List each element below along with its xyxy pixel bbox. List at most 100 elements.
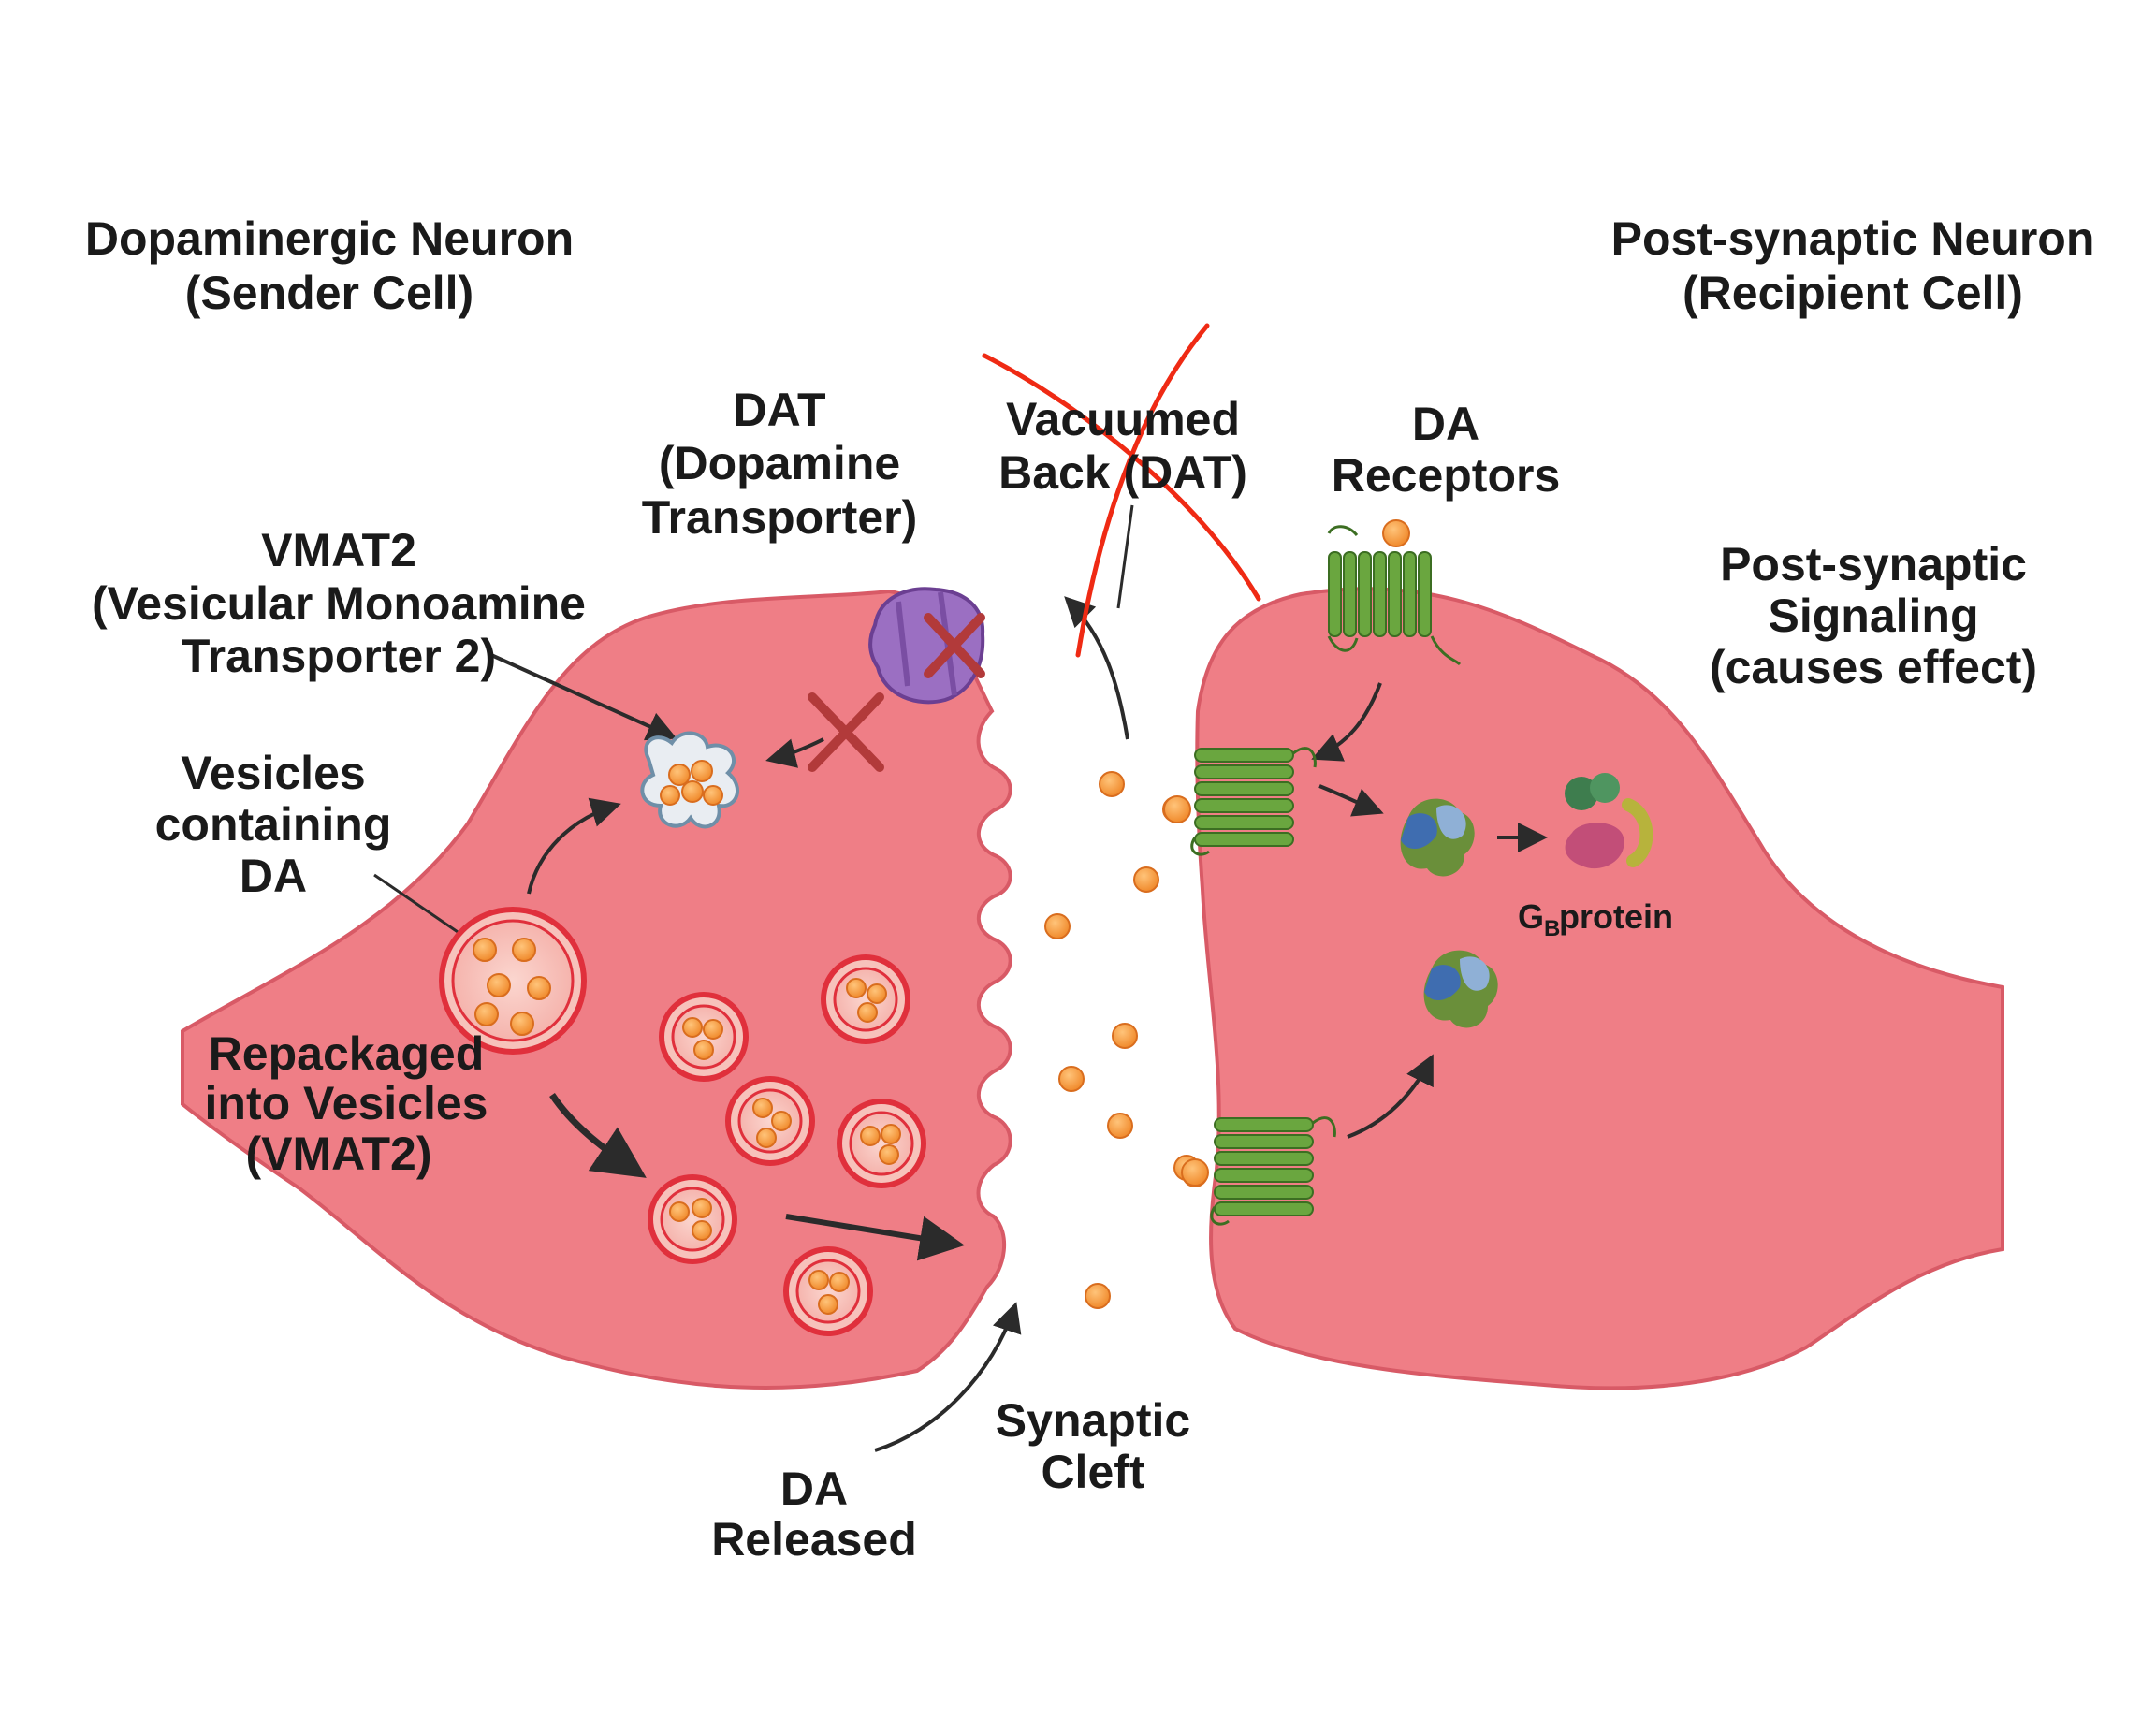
arrow-vesicle-to-vmat2	[527, 797, 621, 895]
receptor-icon-top	[1327, 519, 1462, 666]
arrow-vesicles-label-pointer	[373, 873, 464, 938]
dopamine-molecule-icon	[881, 1124, 901, 1144]
cleft-label-line2: Cleft	[1041, 1446, 1144, 1498]
released-label-line1: DA	[780, 1463, 848, 1515]
vesicle-icon	[659, 992, 749, 1082]
vacuumed-label-line2: Back (DAT)	[998, 446, 1247, 499]
receptor-icon-low	[1181, 1116, 1336, 1226]
vesicle-icon	[783, 1246, 873, 1336]
dat-transporter-icon	[868, 587, 985, 705]
gprotein-label: G B protein	[1518, 897, 1673, 941]
strike-out-marks	[982, 323, 1261, 658]
vesicle-icon	[439, 907, 587, 1055]
postsignal-label-line1: Post-synaptic	[1720, 538, 2027, 590]
dopamine-molecule-icon	[474, 1002, 499, 1026]
vmat2-label-line2: (Vesicular Monoamine	[92, 577, 586, 630]
sender-title-line1: Dopaminergic Neuron	[85, 212, 574, 265]
vesicles-label-line2: containing	[155, 798, 392, 851]
vesicles	[439, 907, 926, 1336]
dopamine-molecule-icon	[1133, 866, 1159, 893]
released-label-line2: Released	[711, 1513, 917, 1565]
vesicle-icon	[821, 954, 910, 1044]
cleft-label-line1: Synaptic	[996, 1394, 1190, 1447]
dopamine-molecule-icon	[512, 938, 536, 962]
dopamine-molecule-icon	[867, 983, 887, 1004]
receptors-label-line1: DA	[1412, 398, 1479, 450]
vesicle-icon	[725, 1076, 815, 1166]
gprotein-label-sub: B	[1544, 916, 1560, 941]
cleft-dopamine	[1044, 771, 1208, 1309]
dopamine-molecule-icon	[860, 1126, 881, 1146]
postsynaptic-neuron	[1195, 587, 2004, 1390]
recipient-title-line1: Post-synaptic Neuron	[1611, 212, 2095, 265]
gprotein-label-g: G	[1518, 897, 1544, 936]
arrow-receptor-to-gprotein	[1318, 784, 1384, 817]
vesicle-icon	[837, 1099, 926, 1188]
vmat2-transporter-icon	[640, 731, 739, 829]
labels: Dopaminergic Neuron (Sender Cell) Post-s…	[85, 212, 2095, 1565]
blocked-cross-icon	[924, 613, 985, 678]
sender-title-line2: (Sender Cell)	[185, 267, 473, 319]
dopamine-molecule-icon	[692, 1198, 712, 1218]
vmat2-label-line1: VMAT2	[261, 524, 416, 576]
dopamine-molecule-icon	[693, 1040, 714, 1060]
vesicles-label-line3: DA	[240, 850, 307, 902]
dopamine-molecule-icon	[510, 1012, 534, 1036]
arrow-vmat2-label-pointer	[490, 653, 677, 741]
dopamine-molecule-icon	[527, 976, 551, 1000]
dopamine-molecule-icon	[703, 1019, 723, 1040]
arrow-dat-to-vmat2	[765, 737, 824, 768]
dopamine-molecule-icon	[1181, 1158, 1209, 1187]
dopamine-molecule-icon	[1058, 1066, 1085, 1092]
blocked-cross-icon-transport	[808, 692, 884, 772]
dopamine-molecule-icon	[829, 1272, 850, 1292]
g-protein-icon-1	[1400, 798, 1475, 877]
dopamine-molecule-icon	[1085, 1283, 1111, 1309]
arrow-da-released	[874, 1302, 1022, 1452]
presynaptic-neuron	[181, 589, 1012, 1390]
dopamine-molecule-icon	[1163, 795, 1191, 823]
dopamine-molecule-icon	[752, 1098, 773, 1118]
postsignal-label-line3: (causes effect)	[1710, 641, 2037, 693]
dopamine-molecule-icon	[1112, 1023, 1138, 1049]
dat-label-line2: (Dopamine	[659, 437, 900, 489]
repackaged-label-line1: Repackaged	[209, 1027, 485, 1080]
repackaged-label-line2: into Vesicles	[205, 1077, 488, 1129]
dopamine-molecule-icon	[818, 1294, 838, 1315]
dat-label-line1: DAT	[733, 384, 825, 436]
dopamine-molecule-icon	[1099, 771, 1125, 797]
dopamine-molecule-icon	[857, 1002, 878, 1023]
dopamine-molecule-icon	[473, 938, 497, 962]
dopamine-molecule-icon	[692, 1220, 712, 1241]
postsignal-label-line2: Signaling	[1769, 590, 1979, 642]
receptor-icon-mid	[1163, 747, 1317, 856]
dopamine-molecule-icon	[487, 973, 511, 997]
dopamine-molecule-icon	[1107, 1113, 1133, 1139]
vesicles-label-line1: Vesicles	[181, 747, 365, 799]
dopamine-molecule-icon	[879, 1144, 899, 1165]
g-protein-icon-2	[1423, 950, 1498, 1028]
g-protein-icon-active	[1565, 773, 1653, 869]
receptors-label-line2: Receptors	[1332, 449, 1561, 502]
dat-label-line3: Transporter)	[642, 491, 918, 544]
recipient-title-line2: (Recipient Cell)	[1683, 267, 2023, 319]
arrow-vacuumed-label-pointer	[1116, 504, 1134, 609]
vacuumed-label-line1: Vacuumed	[1006, 393, 1240, 445]
gprotein-label-rest: protein	[1559, 897, 1673, 936]
arrow-vacuumed-back	[1064, 596, 1129, 740]
arrows	[373, 504, 1548, 1452]
dopamine-molecule-icon	[756, 1128, 777, 1148]
vmat2-label-line3: Transporter 2)	[182, 630, 496, 682]
dopamine-molecule-icon	[846, 978, 867, 998]
dopamine-molecule-icon	[682, 1017, 703, 1038]
arrow-repackaged	[549, 1093, 647, 1178]
dopamine-molecule-icon	[1382, 519, 1410, 547]
dopamine-molecule-icon	[669, 1201, 690, 1222]
arrow-release	[785, 1214, 965, 1261]
repackaged-label-line3: (VMAT2)	[245, 1128, 431, 1180]
arrow-lower-receptor-up	[1347, 1054, 1434, 1139]
arrow-receptor-down	[1311, 682, 1382, 762]
vesicle-icon	[648, 1174, 737, 1264]
dopamine-molecule-icon	[1044, 913, 1071, 939]
